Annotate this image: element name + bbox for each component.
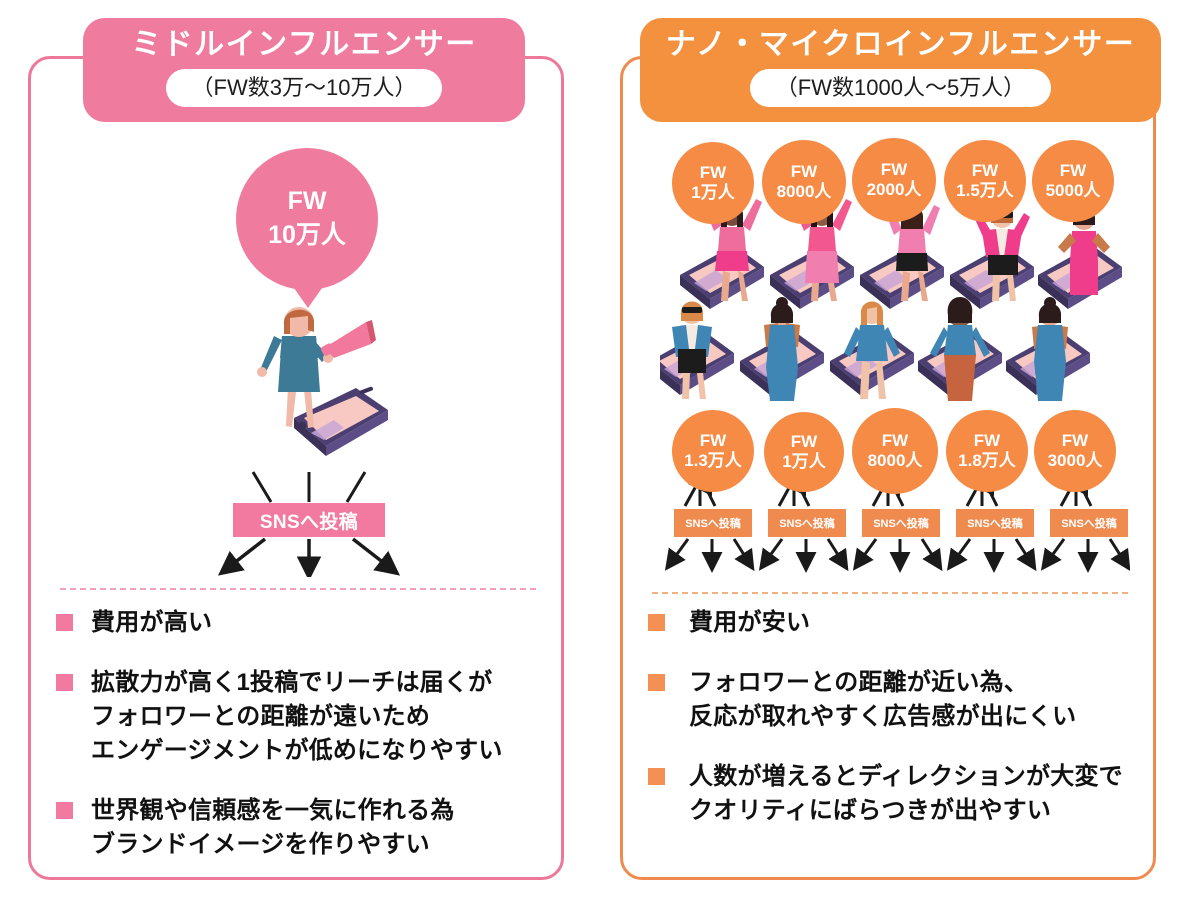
panel-subtitle-right: （FW数1000人〜5万人） — [749, 69, 1052, 107]
bullet-text: 費用が高い — [91, 609, 213, 636]
fw-label: FW — [699, 162, 727, 182]
header-middle-influencer: ミドルインフルエンサー （FW数3万〜10万人） — [83, 18, 525, 122]
sns-post-box-right-3: SNSへ投稿 — [862, 509, 940, 537]
fw-label: FW — [699, 430, 727, 450]
person-icon — [672, 301, 712, 399]
bullet-text: 世界観や信頼感を一気に作れる為 ブランドイメージを作りやすい — [91, 797, 455, 859]
list-item: 費用が安い — [648, 606, 1138, 640]
fw-label: FW — [973, 430, 1001, 450]
fw-circle-bottom-4: FW 1.8万人 — [946, 410, 1028, 492]
fw-value: 3000人 — [1047, 451, 1103, 470]
list-item: 人数が増えるとディレクションが大変で クオリティにばらつきが出やすい — [648, 760, 1138, 828]
fw-label: FW — [790, 431, 818, 451]
fw-label: FW — [1061, 430, 1089, 450]
fw-value: 1.5万人 — [956, 181, 1014, 200]
fw-bubble-left-label: FW — [287, 187, 327, 216]
bullet-list-right: 費用が安い フォロワーとの距離が近い為、 反応が取れやすく広告感が出にくい 人数… — [648, 606, 1138, 854]
fw-value: 1万人 — [782, 452, 826, 471]
list-item: 世界観や信頼感を一気に作れる為 ブランドイメージを作りやすい — [56, 794, 542, 862]
fw-circle-bottom-5: FW 3000人 — [1034, 410, 1116, 492]
fw-bubble-left: FW 10万人 — [236, 148, 378, 290]
person-icon — [1032, 297, 1068, 401]
list-item: 費用が高い — [56, 606, 542, 640]
header-nano-micro-influencer: ナノ・マイクロインフルエンサー （FW数1000人〜5万人） — [640, 18, 1161, 122]
fw-circle-bottom-3: FW 8000人 — [852, 408, 938, 494]
person-icon — [257, 307, 376, 428]
fw-label: FW — [971, 160, 999, 180]
bullet-text: 拡散力が高く1投稿でリーチは届くが フォロワーとの距離が遠いため エンゲージメン… — [91, 669, 503, 765]
list-item: フォロワーとの距離が近い為、 反応が取れやすく広告感が出にくい — [648, 666, 1138, 734]
person-icon — [764, 297, 800, 401]
fw-value: 8000人 — [776, 182, 832, 201]
fw-circle-top-5: FW 5000人 — [1032, 140, 1114, 222]
fw-circle-top-3: FW 2000人 — [852, 138, 936, 222]
smartphone-icon — [294, 386, 388, 456]
fw-circle-top-2: FW 8000人 — [762, 140, 846, 224]
panel-title-left: ミドルインフルエンサー — [131, 28, 477, 61]
bullet-square-icon — [648, 674, 665, 692]
person-icon — [844, 301, 900, 399]
divider-left — [60, 588, 536, 590]
fw-value: 8000人 — [867, 451, 923, 470]
arrows-out-of-sns-left — [217, 537, 401, 577]
bullet-list-left: 費用が高い 拡散力が高く1投稿でリーチは届くが フォロワーとの距離が遠いため エ… — [56, 606, 542, 888]
person-icon — [930, 297, 990, 401]
sns-post-box-right-1: SNSへ投稿 — [674, 509, 752, 537]
bullet-square-icon — [56, 802, 73, 820]
fw-circle-top-4: FW 1.5万人 — [944, 140, 1026, 222]
bullet-text: 人数が増えるとディレクションが大変で クオリティにばらつきが出やすい — [689, 763, 1123, 825]
bullet-square-icon — [56, 614, 73, 631]
fw-label: FW — [881, 430, 909, 450]
fw-bubble-left-value: 10万人 — [268, 221, 346, 249]
bullet-text: 費用が安い — [689, 609, 811, 636]
fw-value: 5000人 — [1045, 181, 1101, 200]
bullet-text: フォロワーとの距離が近い為、 反応が取れやすく広告感が出にくい — [689, 669, 1077, 731]
divider-right — [652, 592, 1128, 594]
arrows-out-of-sns-right — [664, 538, 1130, 573]
sns-post-box-right-4: SNSへ投稿 — [956, 509, 1034, 537]
fw-value: 1.8万人 — [958, 451, 1016, 470]
bullet-square-icon — [648, 768, 665, 786]
fw-value: 2000人 — [866, 180, 922, 199]
fw-label: FW — [1059, 160, 1087, 180]
megaphone-icon — [321, 320, 376, 358]
sns-post-box-right-2: SNSへ投稿 — [768, 509, 846, 537]
sns-post-box-right-5: SNSへ投稿 — [1050, 509, 1128, 537]
fw-value: 1.3万人 — [684, 451, 742, 470]
fw-circle-top-1: FW 1万人 — [672, 142, 754, 224]
fw-circle-bottom-2: FW 1万人 — [764, 412, 844, 492]
fw-label: FW — [880, 159, 908, 179]
list-item: 拡散力が高く1投稿でリーチは届くが フォロワーとの距離が遠いため エンゲージメン… — [56, 666, 542, 768]
panel-subtitle-left: （FW数3万〜10万人） — [165, 69, 443, 107]
bullet-square-icon — [648, 614, 665, 631]
arrows-into-sns-left — [251, 471, 367, 503]
fw-circle-bottom-1: FW 1.3万人 — [672, 410, 754, 492]
sns-post-box-left: SNSへ投稿 — [233, 503, 385, 537]
bullet-square-icon — [56, 674, 73, 692]
fw-value: 1万人 — [691, 183, 735, 202]
illustration-single-influencer — [257, 307, 388, 456]
fw-label: FW — [790, 161, 818, 181]
panel-title-right: ナノ・マイクロインフルエンサー — [665, 28, 1136, 61]
